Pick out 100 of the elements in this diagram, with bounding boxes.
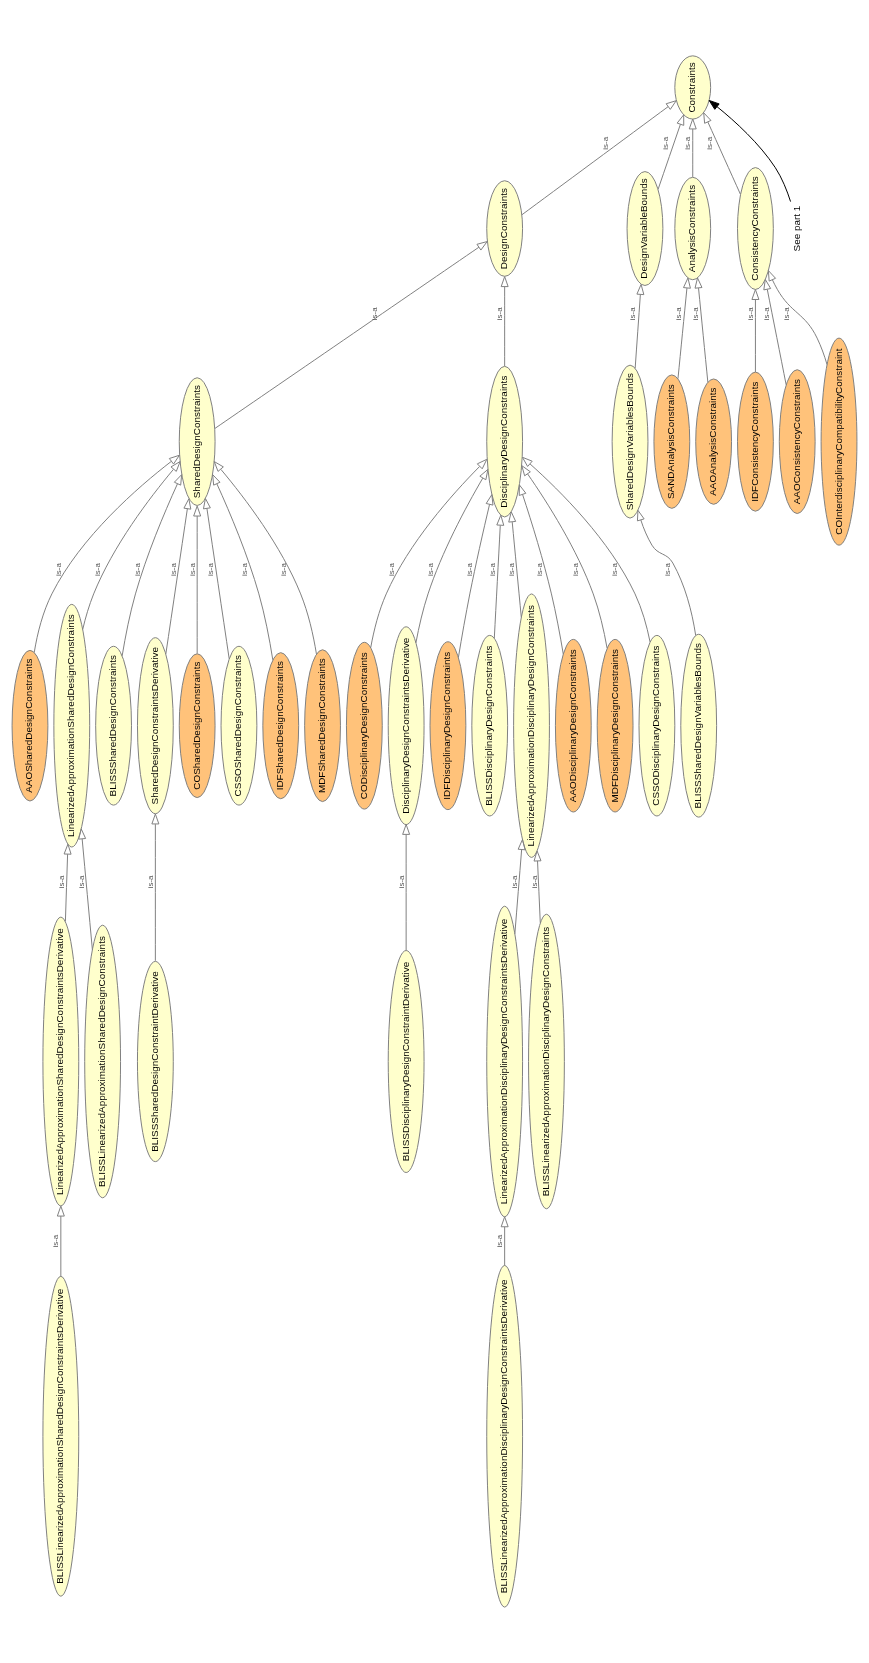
edge-label: is-a: [206, 563, 216, 576]
edge-label: is-a: [705, 136, 715, 150]
edge-label: is-a: [628, 307, 638, 321]
node-ellipse: MDFDisciplinaryDesignConstraints: [596, 638, 634, 813]
node-ellipse: CSSODisciplinaryDesignConstraints: [638, 634, 676, 817]
node-ellipse: AAOConsistencyConstraints: [778, 369, 816, 515]
edge-label: is-a: [132, 563, 142, 576]
arrow: [767, 270, 828, 366]
arrow: [694, 277, 709, 383]
node-ellipse: AAODisciplinaryDesignConstraints: [554, 638, 592, 813]
node-ellipse: SharedDesignVariablesBounds: [611, 364, 649, 519]
node-ellipse: DisciplinaryDesignConstraintsDerivative: [387, 626, 425, 826]
arrow: [500, 276, 509, 367]
edge-label: is-a: [57, 875, 67, 889]
edge-label: is-a: [570, 563, 580, 576]
arrow: [212, 474, 274, 661]
arrow: [751, 289, 760, 373]
node-ellipse: COInterdisciplinaryCompatibilityConstraint: [820, 337, 858, 546]
edge-label: is-a: [661, 136, 671, 150]
node-ellipse: BLISSDisciplinaryDesignConstraintDerivative: [387, 950, 425, 1173]
node-ellipse: AnalysisConstraints: [674, 176, 712, 281]
arrow: [370, 458, 488, 649]
arrow: [165, 498, 192, 655]
node-ellipse: CODisciplinaryDesignConstraints: [345, 641, 383, 810]
edge-label: is-a: [426, 563, 436, 576]
edge-label: is-a: [168, 563, 178, 576]
edge-label: is-a: [93, 563, 103, 576]
edge-label: is-a: [781, 307, 791, 321]
arrow: [78, 828, 93, 951]
node-ellipse: BLISSSharedDesignVariablesBounds: [680, 633, 718, 818]
edge-label: is-a: [54, 563, 64, 576]
node-ellipse: LinearizedApproximationSharedDesignConstraintsDerivative: [42, 916, 80, 1207]
node-ellipse: IDFDisciplinaryDesignConstraints: [429, 641, 467, 811]
node-ellipse: COSharedDesignConstraints: [178, 653, 216, 799]
arrow: [56, 1205, 65, 1277]
arrow: [214, 241, 488, 429]
node-ellipse: BLISSLinearizedApproximationSharedDesignConstraints: [84, 924, 122, 1199]
arrow: [677, 277, 691, 380]
arrow: [521, 100, 677, 216]
node-ellipse: LinearizedApproximationDisciplinaryDesignConstraints: [513, 593, 550, 858]
arrow: [202, 498, 230, 660]
arrow: [514, 839, 526, 935]
arrow: [508, 511, 522, 618]
edge-label: is-a: [609, 563, 619, 576]
edge-label: is-a: [240, 563, 250, 576]
edge-label: is-a: [488, 563, 498, 576]
node-ellipse: IDFConsistencyConstraints: [737, 371, 774, 512]
node-ellipse: IDFSharedDesignConstraints: [262, 652, 300, 800]
node-ellipse: MDFSharedDesignConstraints: [304, 649, 341, 803]
edge-label: is-a: [761, 307, 771, 321]
edge-label: is-a: [51, 1234, 61, 1248]
node-ellipse: AAOSharedDesignConstraints: [11, 649, 49, 802]
arrow: [657, 114, 685, 190]
arrow: [636, 509, 697, 636]
arrow: [213, 461, 317, 655]
edge-label: is-a: [600, 136, 610, 150]
node-ellipse: BLISSDisciplinaryDesignConstraints: [471, 634, 509, 817]
arrow: [634, 283, 645, 369]
node-ellipse: SANDAnalysisConstraints: [653, 374, 691, 509]
arrow: [521, 465, 608, 649]
node-ellipse: DesignConstraints: [486, 180, 524, 277]
arrow: [703, 112, 741, 195]
edge-label: is-a: [279, 563, 289, 576]
arrow: [521, 456, 651, 643]
edge-label: is-a: [386, 563, 396, 576]
arrow: [688, 118, 697, 178]
edge-label: is-a: [674, 307, 684, 321]
node-ellipse: BLISSLinearizedApproximationDisciplinaryDesignConstraints: [528, 913, 565, 1210]
arrow: [33, 454, 180, 653]
edge-label: is-a: [465, 563, 475, 576]
arrow: [402, 823, 411, 951]
edge-label: is-a: [691, 307, 701, 321]
edge-label: is-a: [495, 1234, 505, 1248]
arrow: [457, 494, 494, 658]
edge-label: is-a: [507, 563, 517, 576]
node-ellipse: AAOAnalysisConstraints: [695, 378, 733, 505]
node-ellipse: BLISSLinearizedApproximationSharedDesignConstraintsDerivative: [42, 1275, 80, 1597]
arrow: [193, 505, 202, 654]
node-text: See part 1: [790, 205, 802, 252]
edge-label: is-a: [77, 875, 87, 889]
edge-label: is-a: [369, 307, 379, 321]
node-ellipse: BLISSSharedDesignConstraints: [95, 645, 132, 806]
node-ellipse: SharedDesignConstraintsDerivative: [136, 637, 174, 815]
edge-label: is-a: [534, 563, 544, 576]
node-ellipse: SharedDesignConstraints: [178, 377, 216, 506]
arrow: [500, 1216, 509, 1267]
arrow: [121, 474, 183, 657]
node-ellipse: CSSOSharedDesignConstraints: [220, 645, 258, 806]
edge-label: is-a: [396, 875, 406, 889]
node-ellipse: LinearizedApproximationSharedDesignConstraints: [53, 603, 91, 848]
node-ellipse: Constraints: [674, 55, 712, 120]
arrow: [151, 813, 160, 962]
edge-label: is-a: [187, 563, 197, 576]
arrow: [415, 468, 489, 644]
arrow: [763, 278, 787, 386]
edge-label: is-a: [745, 307, 755, 321]
arrow: [708, 99, 792, 203]
edge-label: is-a: [510, 875, 519, 889]
arrow: [82, 461, 181, 630]
arrow: [63, 843, 72, 922]
